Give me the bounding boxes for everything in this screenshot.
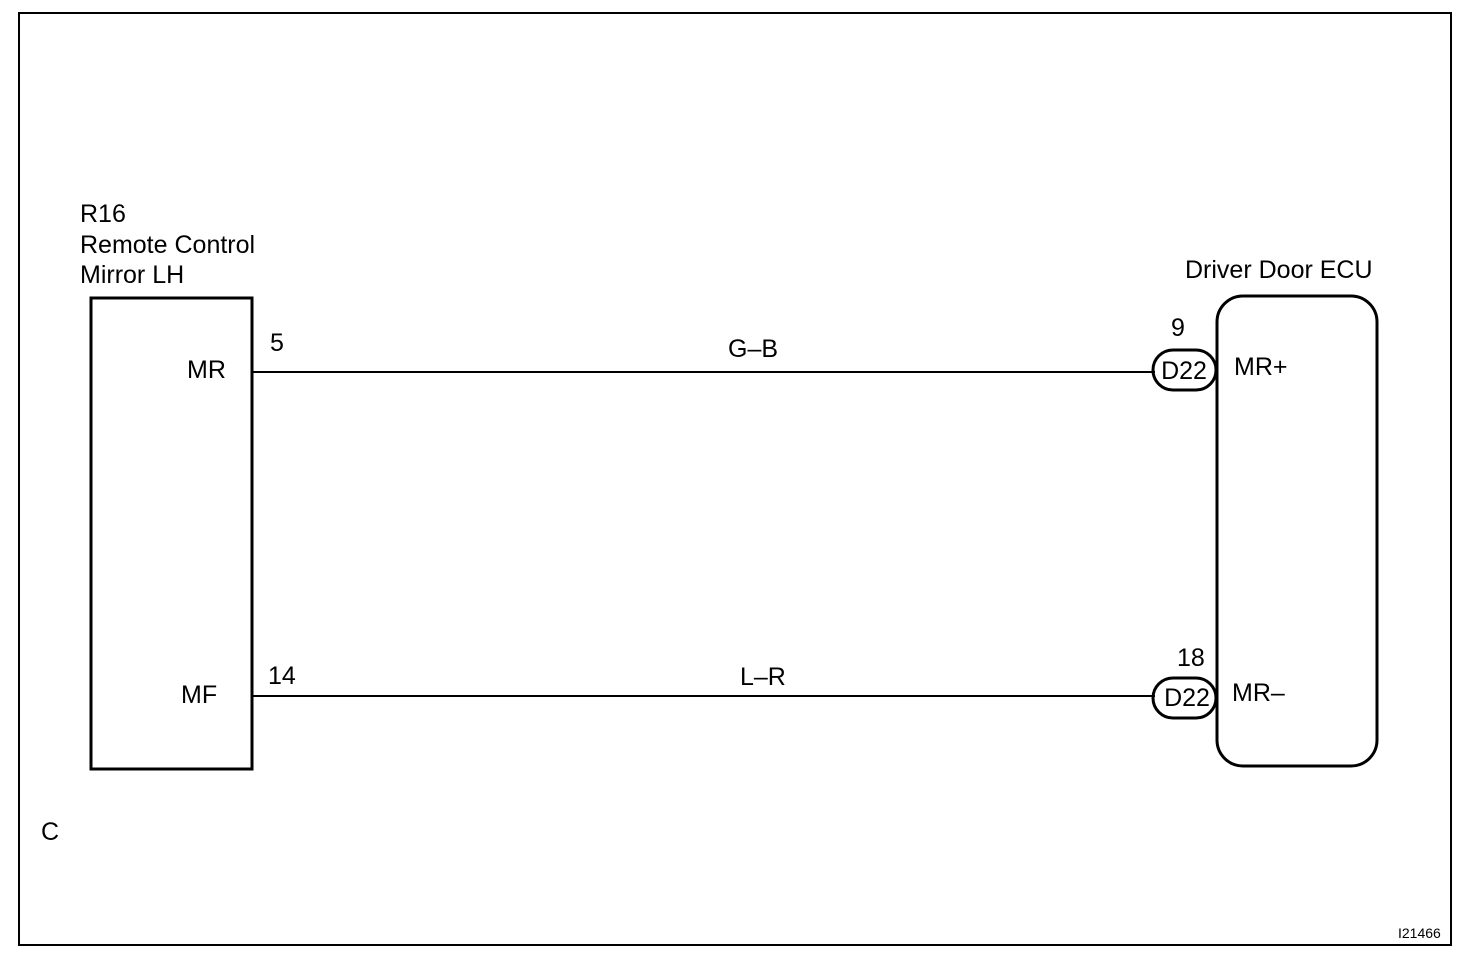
- connector-code-top: D22: [1161, 357, 1207, 385]
- left-terminal-label-mr: MR: [187, 356, 226, 384]
- right-component-box: [1215, 294, 1379, 768]
- right-component-name: Driver Door ECU: [1185, 256, 1373, 284]
- left-pin-number-14: 14: [268, 662, 296, 690]
- left-component-name-line2: Mirror LH: [80, 261, 184, 289]
- left-terminal-label-mf: MF: [181, 681, 217, 709]
- left-pin-number-5: 5: [270, 329, 284, 357]
- diagram-frame: [18, 12, 1452, 946]
- corner-label: C: [41, 818, 59, 846]
- connector-code-bottom: D22: [1164, 684, 1210, 712]
- right-terminal-label-mr-minus: MR–: [1232, 679, 1285, 707]
- connector-oval-top: [1151, 348, 1218, 392]
- right-terminal-label-mr-plus: MR+: [1234, 353, 1287, 381]
- wire-bottom-color-code: L–R: [740, 663, 786, 691]
- figure-id: I21466: [1398, 925, 1441, 941]
- wire-top-color-code: G–B: [728, 335, 778, 363]
- left-component-box: [89, 296, 254, 771]
- connector-oval-bottom: [1151, 676, 1218, 720]
- right-pin-number-9: 9: [1171, 314, 1185, 342]
- right-pin-number-18: 18: [1177, 644, 1205, 672]
- left-component-name-line1: Remote Control: [80, 231, 255, 259]
- left-component-code: R16: [80, 200, 126, 228]
